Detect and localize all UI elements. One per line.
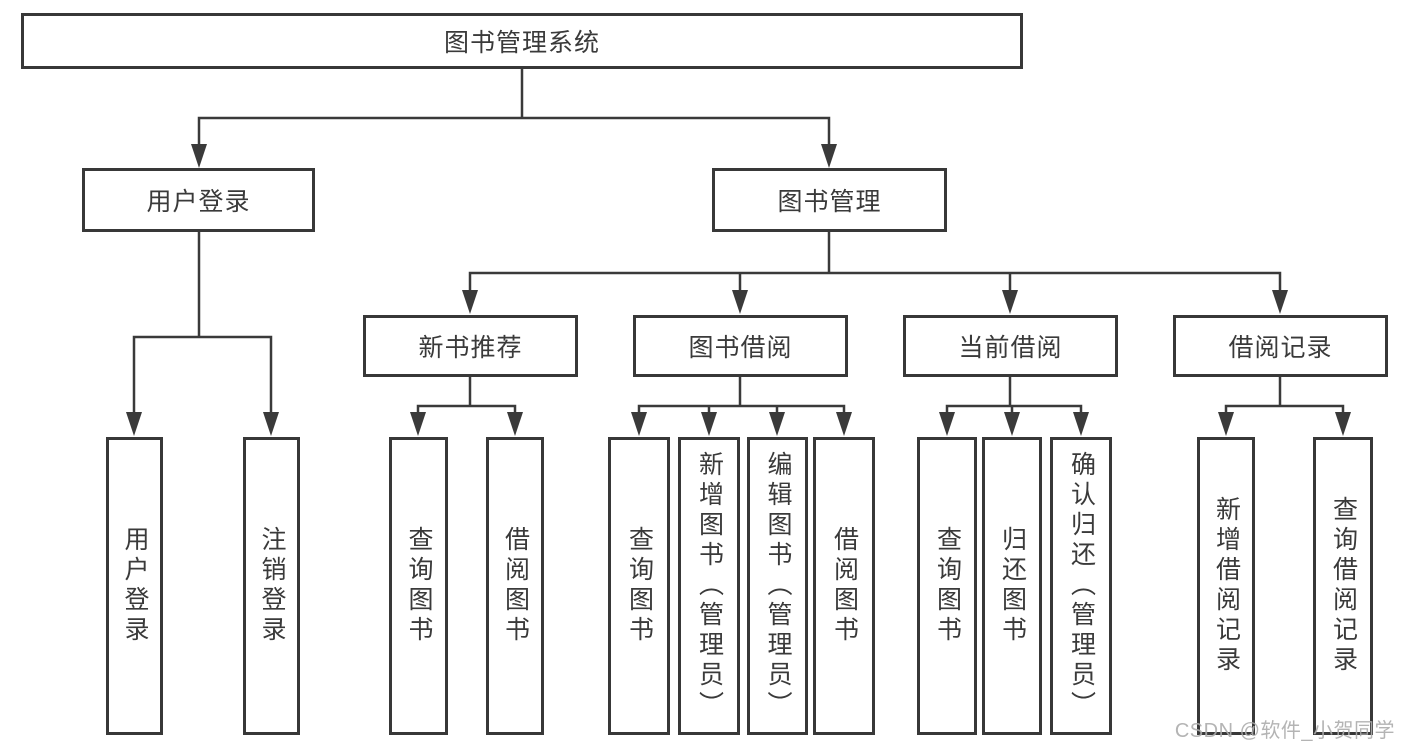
edge-br-to-leaves [1224, 375, 1345, 416]
node-label: 查询借阅记录 [1329, 496, 1358, 676]
arrow-down-icon [939, 412, 955, 436]
leaf-rec-query-books: 查询图书 [389, 437, 448, 735]
node-root: 图书管理系统 [21, 13, 1023, 69]
edge-mgmt-to-level3 [468, 230, 1282, 294]
node-borrowing-records: 借阅记录 [1173, 315, 1388, 377]
leaf-user-login: 用户登录 [106, 437, 163, 735]
node-label: 新增借阅记录 [1212, 496, 1241, 676]
node-book-management: 图书管理 [712, 168, 947, 232]
leaf-bb-borrow-books: 借阅图书 [813, 437, 875, 735]
node-label: 查询图书 [405, 526, 433, 646]
node-label: 用户登录 [146, 188, 251, 216]
arrowhead-icons [126, 144, 1351, 436]
watermark-text: CSDN @软件_小贺同学 [1174, 720, 1395, 742]
arrow-down-icon [507, 412, 523, 436]
node-label: 图书借阅 [688, 334, 793, 362]
node-label: 新增图书（管理员） [695, 451, 724, 721]
arrow-down-icon [1004, 412, 1020, 436]
edge-root-to-level2 [197, 67, 831, 148]
node-label: 查询图书 [625, 526, 654, 646]
node-book-borrowing: 图书借阅 [633, 315, 848, 377]
arrow-down-icon [631, 412, 647, 436]
node-label: 确认归还（管理员） [1067, 451, 1096, 721]
leaf-logout: 注销登录 [243, 437, 300, 735]
node-label: 注销登录 [258, 526, 286, 646]
arrow-down-icon [836, 412, 852, 436]
leaf-bb-query-books: 查询图书 [608, 437, 670, 735]
arrow-down-icon [732, 290, 748, 314]
edge-rec-to-leaves [416, 375, 517, 416]
arrow-down-icon [462, 290, 478, 314]
node-label: 用户登录 [121, 526, 149, 646]
arrow-down-icon [769, 412, 785, 436]
leaf-cb-return-books: 归还图书 [982, 437, 1042, 735]
node-label: 借阅记录 [1228, 334, 1333, 362]
tree-edges [132, 67, 1345, 416]
node-label: 归还图书 [998, 526, 1027, 646]
node-label: 新书推荐 [418, 334, 523, 362]
arrow-down-icon [1002, 290, 1018, 314]
node-label: 查询图书 [933, 526, 962, 646]
leaf-cb-confirm-return-admin: 确认归还（管理员） [1050, 437, 1112, 735]
leaf-bb-edit-books-admin: 编辑图书（管理员） [747, 437, 808, 735]
node-label: 借阅图书 [501, 526, 530, 646]
arrow-down-icon [1218, 412, 1234, 436]
node-label: 编辑图书（管理员） [764, 451, 792, 721]
arrow-down-icon [1272, 290, 1288, 314]
node-new-book-recommend: 新书推荐 [363, 315, 578, 377]
leaf-br-add-record: 新增借阅记录 [1197, 437, 1255, 735]
arrow-down-icon [263, 412, 279, 436]
arrow-down-icon [701, 412, 717, 436]
node-user-login: 用户登录 [82, 168, 315, 232]
arrow-down-icon [1073, 412, 1089, 436]
arrow-down-icon [821, 144, 837, 168]
arrow-down-icon [410, 412, 426, 436]
arrow-down-icon [126, 412, 142, 436]
leaf-bb-add-books-admin: 新增图书（管理员） [678, 437, 740, 735]
edge-cb-to-leaves [945, 375, 1083, 416]
node-label: 图书管理 [777, 188, 882, 216]
node-label: 图书管理系统 [443, 29, 600, 57]
leaf-cb-query-books: 查询图书 [917, 437, 977, 735]
node-label: 借阅图书 [830, 526, 859, 646]
leaf-br-query-record: 查询借阅记录 [1313, 437, 1373, 735]
edge-bb-to-leaves [637, 375, 846, 416]
arrow-down-icon [1335, 412, 1351, 436]
node-label: 当前借阅 [958, 334, 1063, 362]
arrow-down-icon [191, 144, 207, 168]
leaf-rec-borrow-books: 借阅图书 [486, 437, 544, 735]
node-current-borrowing: 当前借阅 [903, 315, 1118, 377]
edge-login-to-leaves [132, 230, 273, 416]
